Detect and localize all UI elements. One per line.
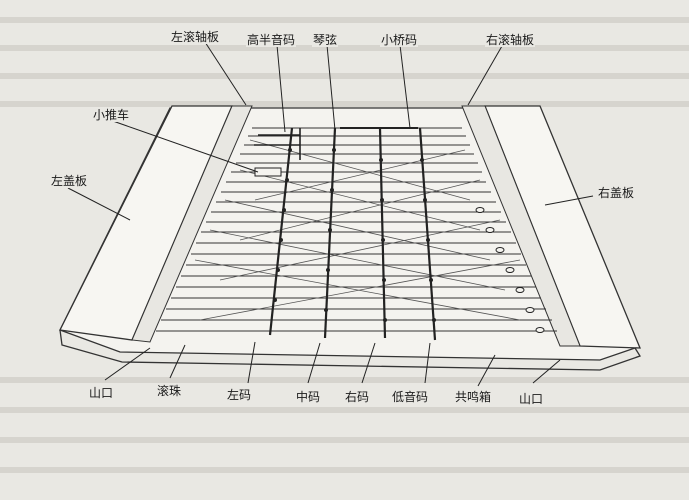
cross-strings (194, 139, 521, 321)
left-roller-board (131, 105, 253, 343)
label-left-roller-board: 左滚轴板 (170, 30, 221, 44)
high-half-bridge-bits (254, 128, 301, 160)
label-roller: 滚珠 (156, 384, 183, 398)
background-texture (0, 17, 689, 473)
label-right-cover: 右盖板 (597, 186, 636, 200)
right-bridge-bar (378, 127, 387, 339)
label-middle-bridge: 中码 (295, 390, 322, 404)
small-cart-shape (254, 167, 282, 177)
label-soundbox: 共鸣箱 (454, 390, 493, 404)
label-left-cover: 左盖板 (50, 174, 89, 188)
right-roller-board (461, 105, 581, 347)
label-small-bridge: 小桥码 (380, 33, 419, 47)
label-small-cart: 小推车 (92, 108, 131, 122)
leader-lines (67, 41, 594, 387)
middle-bridge-bar (323, 127, 337, 339)
label-right-bridge: 右码 (344, 390, 371, 404)
label-mountain-right: 山口 (518, 392, 545, 406)
bass-bridge-bar (418, 127, 437, 341)
label-right-roller-board: 右滚轴板 (485, 33, 536, 47)
label-strings: 琴弦 (312, 33, 339, 47)
bridge-pins (273, 148, 436, 322)
label-left-bridge: 左码 (226, 388, 253, 402)
small-bridges (475, 207, 545, 333)
soundbox-edge (59, 329, 641, 371)
label-bass-bridge: 低音码 (391, 390, 430, 404)
label-mountain-left: 山口 (88, 386, 115, 400)
label-high-half-bridge: 高半音码 (246, 33, 297, 47)
